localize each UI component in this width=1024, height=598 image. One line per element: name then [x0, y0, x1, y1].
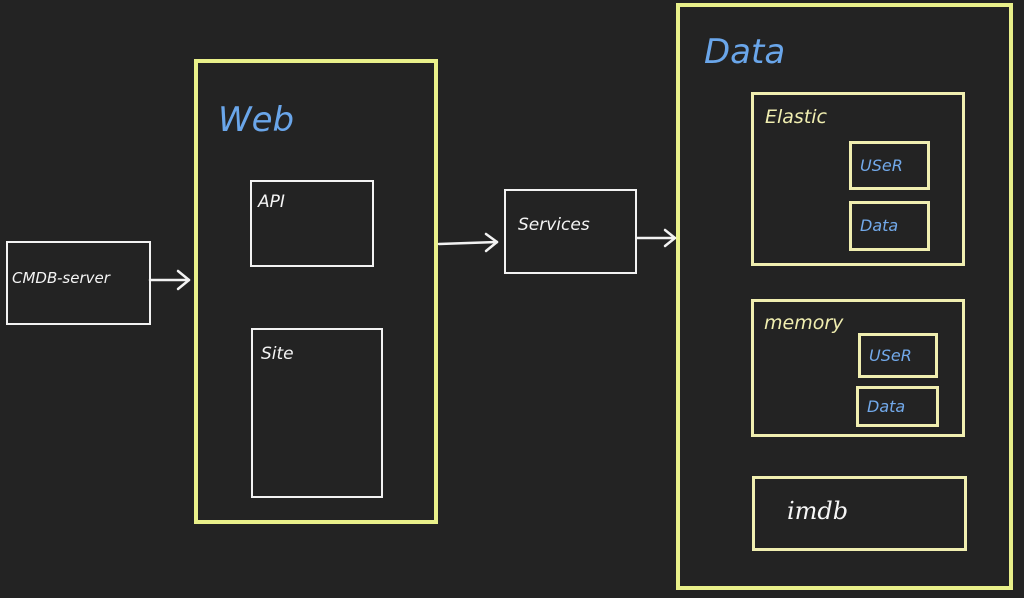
- api-node: API: [250, 180, 374, 267]
- data-title: Data: [704, 32, 786, 72]
- elastic-user-label: USeR: [860, 156, 903, 175]
- memory-label: memory: [764, 312, 844, 334]
- memory-user-label: USeR: [869, 346, 912, 365]
- imdb-store: imdb: [752, 476, 967, 551]
- site-label: Site: [261, 344, 294, 364]
- services-label: Services: [518, 215, 590, 235]
- data-container: Data Elastic USeR Data memory USeR Data …: [676, 3, 1013, 590]
- memory-data-node: Data: [856, 386, 939, 427]
- cmdb-server-label: CMDB-server: [12, 269, 110, 287]
- elastic-data-node: Data: [849, 201, 930, 251]
- arrow-cmdb-to-web: [148, 269, 191, 291]
- services-node: Services: [504, 189, 637, 274]
- web-title: Web: [218, 100, 295, 140]
- memory-store: memory USeR Data: [751, 299, 965, 437]
- api-label: API: [258, 192, 285, 212]
- memory-data-label: Data: [867, 397, 906, 416]
- elastic-user-node: USeR: [849, 141, 930, 190]
- arrow-services-to-data: [635, 228, 677, 248]
- imdb-label: imdb: [787, 497, 849, 525]
- cmdb-server-node: CMDB-server: [6, 241, 151, 325]
- web-container: Web API Site: [194, 59, 438, 524]
- arrow-web-to-services: [437, 232, 499, 253]
- elastic-store: Elastic USeR Data: [751, 92, 965, 266]
- memory-user-node: USeR: [858, 333, 938, 378]
- site-node: Site: [251, 328, 383, 498]
- elastic-label: Elastic: [765, 106, 828, 128]
- elastic-data-label: Data: [860, 216, 899, 235]
